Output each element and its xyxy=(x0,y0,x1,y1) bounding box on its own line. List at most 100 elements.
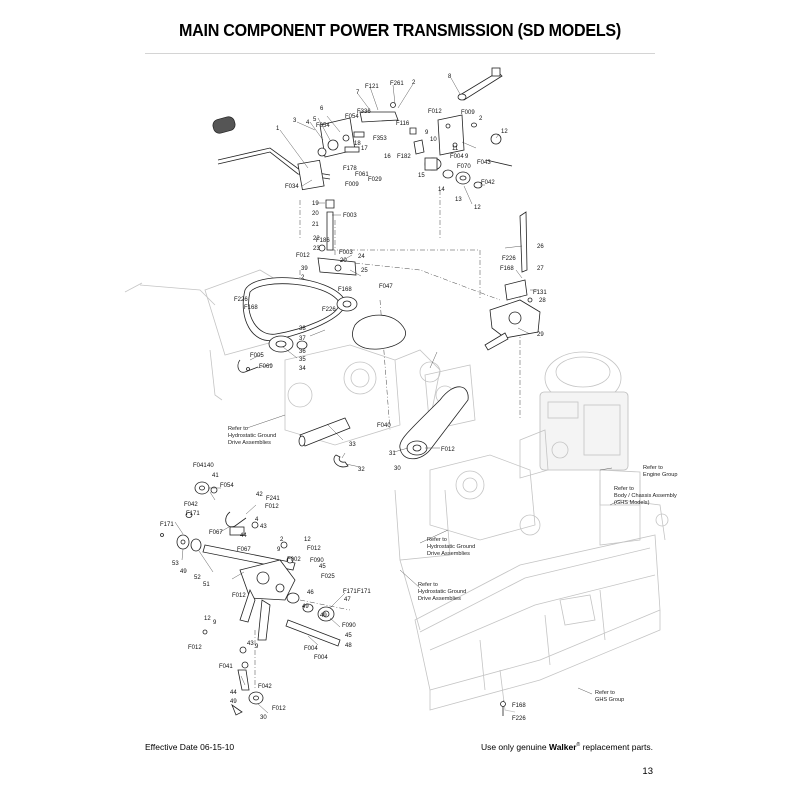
svg-text:Body / Chassis Assembly: Body / Chassis Assembly xyxy=(614,493,677,499)
callout-label: F186 xyxy=(316,238,330,244)
callout-label: F171 xyxy=(357,589,371,595)
ghost-hydro-right xyxy=(424,364,541,541)
callout-label: 33 xyxy=(349,442,356,448)
callout-label: 24 xyxy=(358,254,365,260)
callout-label: 49 xyxy=(302,604,309,610)
title-divider xyxy=(145,53,655,54)
callout-label: 19 xyxy=(312,201,319,207)
genuine-parts-notice: Use only genuine Walker® replacement par… xyxy=(480,742,653,752)
belt-and-pulley-assembly xyxy=(242,277,469,460)
callout-label: F054 xyxy=(316,123,330,129)
callout-label: F168 xyxy=(500,266,514,272)
callout-label: F171 xyxy=(343,589,357,595)
callout-label: 44 xyxy=(230,690,237,696)
callout-label: 11 xyxy=(452,146,459,152)
callout-label: F012 xyxy=(265,504,279,510)
callout-label: F168 xyxy=(338,287,352,293)
callout-label: 41 xyxy=(212,473,219,479)
ghost-engine xyxy=(519,351,641,506)
callout-label: F002 xyxy=(287,557,301,563)
callout-labels-middle-right: 26 F226 F168 27 F131 28 29 xyxy=(500,244,547,338)
callout-label: F004 xyxy=(450,154,464,160)
callout-label: 31 xyxy=(389,451,396,457)
callout-label: 12 xyxy=(204,616,211,622)
callout-label: F041 xyxy=(193,463,207,469)
callout-label: 9 xyxy=(277,547,281,553)
callout-label: 26 xyxy=(537,244,544,250)
callout-label: F041 xyxy=(219,664,233,670)
callout-label: F171 xyxy=(160,522,174,528)
callout-label: F226 xyxy=(322,307,336,313)
callout-label: F226 xyxy=(512,716,526,722)
callout-label: 2 xyxy=(412,80,416,86)
callout-label: 37 xyxy=(299,336,306,342)
callout-label: 20 xyxy=(340,258,347,264)
callout-label: F226 xyxy=(502,256,516,262)
callout-label: F003 xyxy=(339,250,353,256)
ghost-chassis xyxy=(394,480,669,713)
callout-label: 28 xyxy=(539,298,546,304)
callout-label: 14 xyxy=(438,187,445,193)
callout-label: 15 xyxy=(418,173,425,179)
callout-label: 18 xyxy=(354,141,361,147)
callout-label: F012 xyxy=(188,645,202,651)
callout-label: 23 xyxy=(313,246,320,252)
callout-label: 12 xyxy=(304,537,311,543)
callout-label: F168 xyxy=(512,703,526,709)
callout-label: F042 xyxy=(184,502,198,508)
callout-label: 9 xyxy=(425,130,429,136)
callout-label: 32 xyxy=(358,467,365,473)
callout-label: 13 xyxy=(455,197,462,203)
callout-label: 42 xyxy=(256,492,263,498)
callout-label: 20 xyxy=(312,211,319,217)
svg-text:Drive Assemblies: Drive Assemblies xyxy=(418,596,461,602)
callout-label: 49 xyxy=(320,613,327,619)
callout-label: F090 xyxy=(342,623,356,629)
callout-label: F121 xyxy=(365,84,379,90)
reference-note-hydro-3: Refer to Hydrostatic Ground Drive Assemb… xyxy=(418,582,466,602)
callout-labels-lower-left: F041 40 41 F054 42 F241 F012 F042 F171 F… xyxy=(160,463,371,721)
callout-label: 46 xyxy=(307,590,314,596)
page-number: 13 xyxy=(642,766,653,777)
assembly-guide-lines xyxy=(254,190,521,690)
callout-label: 43 xyxy=(260,524,267,530)
reference-note-engine: Refer to Engine Group xyxy=(643,465,678,478)
callout-label: 5 xyxy=(313,117,317,123)
svg-text:Engine Group: Engine Group xyxy=(643,472,678,478)
brand-name: Walker xyxy=(548,742,577,752)
callout-label: 4 xyxy=(306,120,310,126)
callout-label: F025 xyxy=(321,574,335,580)
callout-label: 4 xyxy=(255,517,259,523)
callout-label: 12 xyxy=(501,129,508,135)
callout-label: 38 xyxy=(299,326,306,332)
callout-label: 2 xyxy=(479,116,483,122)
callout-label: F034 xyxy=(285,184,299,190)
callout-label: F054 xyxy=(220,483,234,489)
callout-label: 44 xyxy=(240,533,247,539)
callout-label: F336 xyxy=(357,109,371,115)
callout-label: 43 xyxy=(247,641,254,647)
svg-text:Drive Assemblies: Drive Assemblies xyxy=(427,551,470,557)
callout-label: F012 xyxy=(307,546,321,552)
page-title: MAIN COMPONENT POWER TRANSMISSION (SD MO… xyxy=(179,20,621,40)
callout-label: 52 xyxy=(194,575,201,581)
reference-note-hydro-2: Refer to Hydrostatic Ground Drive Assemb… xyxy=(427,537,475,557)
svg-text:Refer to: Refer to xyxy=(427,537,447,543)
callout-label: F012 xyxy=(428,109,442,115)
callout-label: 49 xyxy=(230,699,237,705)
callout-label: 48 xyxy=(345,643,352,649)
callout-label: F012 xyxy=(441,447,455,453)
svg-text:Refer to: Refer to xyxy=(614,486,634,492)
callout-label: F261 xyxy=(390,81,404,87)
callout-label: F042 xyxy=(258,684,272,690)
callout-label: F047 xyxy=(379,284,393,290)
callout-label: 34 xyxy=(299,366,306,372)
callout-label: 9 xyxy=(465,154,469,160)
callout-label: F061 xyxy=(355,172,369,178)
callout-label: 2 xyxy=(301,275,305,281)
callout-label: 35 xyxy=(299,357,306,363)
leader-lines xyxy=(174,77,621,714)
callout-labels-upper-right: 8 F012 F009 2 12 F116 9 10 11 16 F182 F0… xyxy=(384,74,508,211)
upper-left-lever-assembly xyxy=(212,102,399,276)
